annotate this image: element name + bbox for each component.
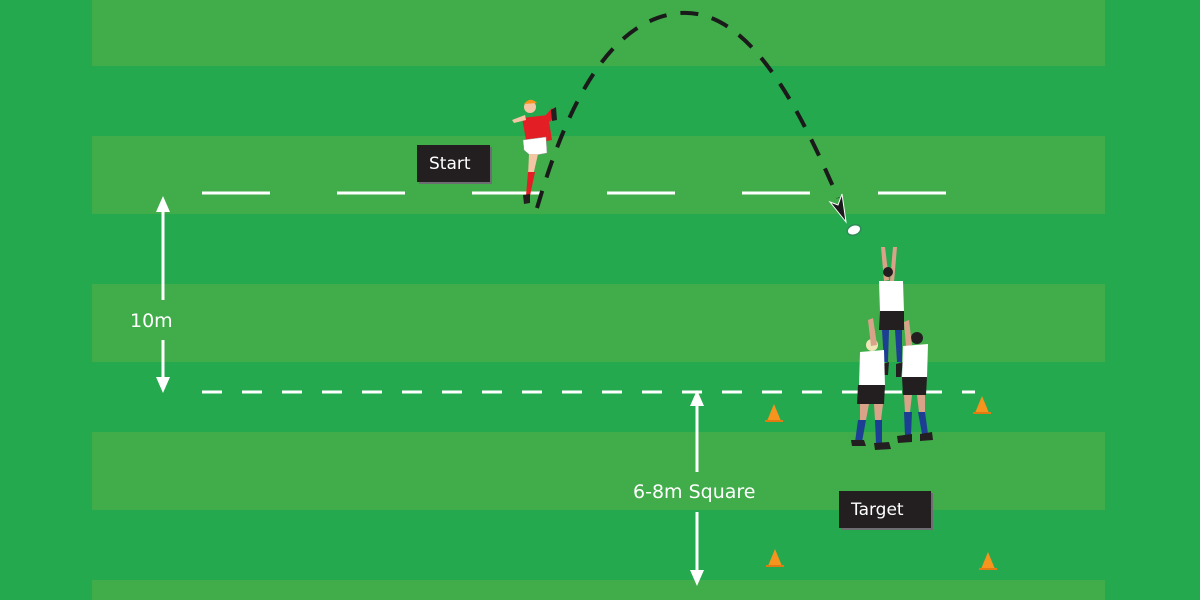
start-label: Start bbox=[417, 145, 490, 182]
target-label: Target bbox=[839, 491, 931, 528]
rugby-ball-icon bbox=[846, 223, 862, 237]
cone-icon bbox=[765, 404, 783, 422]
ten-metre-dimension-arrow bbox=[156, 196, 170, 393]
lineout-lifter-back bbox=[897, 320, 933, 443]
pitch-stripe bbox=[92, 136, 1105, 214]
pitch-stripe bbox=[92, 432, 1105, 510]
cone-icon bbox=[766, 549, 784, 567]
cone-icon bbox=[979, 552, 997, 570]
pitch-stripe bbox=[92, 0, 1105, 66]
kick-trajectory bbox=[535, 10, 840, 209]
square-dimension-arrow bbox=[690, 390, 704, 586]
kicker-player bbox=[512, 99, 557, 204]
pitch-stripe bbox=[92, 580, 1105, 600]
cone-icon bbox=[973, 396, 991, 414]
ten-metre-label: 10m bbox=[130, 310, 173, 332]
lineout-lifter-front bbox=[851, 318, 891, 450]
pitch-stripe bbox=[92, 284, 1105, 362]
trajectory-arrowhead-icon bbox=[828, 193, 847, 224]
square-size-label: 6-8m Square bbox=[633, 481, 756, 503]
